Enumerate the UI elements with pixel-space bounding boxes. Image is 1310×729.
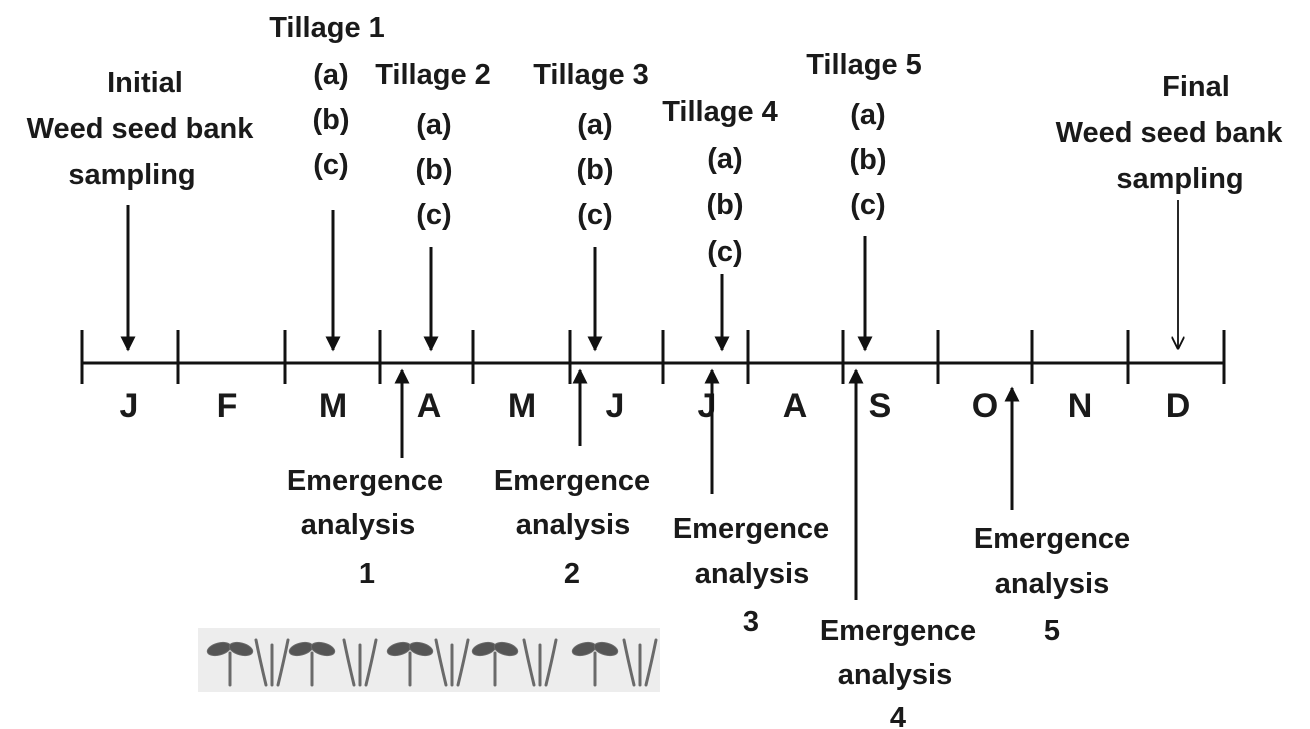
emergence-2-event: Emergence analysis 2 [494,368,650,590]
tillage-5-option-c: (c) [850,189,885,221]
tillage-5-event: Tillage 5 (a) (b) (c) [806,49,922,352]
month-label-10: O [972,387,998,425]
emergence-1-line-1: Emergence [287,465,443,497]
initial-sampling-event: Initial Weed seed bank sampling [27,67,255,352]
month-label-11: N [1068,387,1093,425]
tillage-4-title: Tillage 4 [662,96,778,128]
emergence-5-line-2: analysis [995,568,1109,600]
initial-sampling-line-3: sampling [68,159,195,191]
emergence-3-line-1: Emergence [673,513,829,545]
emergence-5-event: Emergence analysis 5 [974,386,1130,647]
tillage-3-event: Tillage 3 (a) (b) (c) [533,59,649,352]
emergence-1-line-2: analysis [301,509,415,541]
final-sampling-line-2: Weed seed bank [1056,117,1284,149]
tillage-3-title: Tillage 3 [533,59,649,91]
emergence-4-line-1: Emergence [820,615,976,647]
initial-sampling-line-1: Initial [107,67,183,99]
seedlings-icon [198,628,660,692]
tillage-3-option-b: (b) [576,154,613,186]
final-sampling-line-3: sampling [1116,163,1243,195]
emergence-2-line-3: 2 [564,558,580,590]
emergence-1-event: Emergence analysis 1 [287,368,443,590]
tillage-4-option-c: (c) [707,236,742,268]
tillage-4-option-a: (a) [707,143,742,175]
tillage-1-option-c: (c) [313,149,348,181]
final-sampling-line-1: Final [1162,71,1230,103]
emergence-2-line-1: Emergence [494,465,650,497]
month-label-8: A [783,387,808,425]
tillage-5-title: Tillage 5 [806,49,922,81]
emergence-4-line-3: 4 [890,702,906,729]
month-label-2: F [217,387,238,425]
month-ticks [80,330,1226,384]
month-label-1: J [120,387,139,425]
tillage-5-option-b: (b) [849,144,886,176]
emergence-3-line-3: 3 [743,606,759,638]
month-label-12: D [1166,387,1191,425]
tillage-4-event: Tillage 4 (a) (b) (c) [662,96,778,352]
emergence-4-line-2: analysis [838,659,952,691]
month-label-9: S [869,387,892,425]
initial-sampling-line-2: Weed seed bank [27,113,255,145]
tillage-2-option-a: (a) [416,109,451,141]
tillage-5-option-a: (a) [850,99,885,131]
tillage-3-option-c: (c) [577,199,612,231]
emergence-2-line-2: analysis [516,509,630,541]
tillage-1-option-b: (b) [312,104,349,136]
emergence-3-event: Emergence analysis 3 [673,368,829,638]
month-label-6: J [606,387,625,425]
month-label-4: A [417,387,442,425]
tillage-3-option-a: (a) [577,109,612,141]
emergence-5-line-3: 5 [1044,615,1060,647]
month-label-3: M [319,387,347,425]
tillage-1-option-a: (a) [313,59,348,91]
tillage-1-event: Tillage 1 (a) (b) (c) [269,12,385,352]
final-sampling-event: Final Weed seed bank sampling [1056,71,1284,348]
emergence-1-line-3: 1 [359,558,375,590]
emergence-3-line-2: analysis [695,558,809,590]
emergence-4-event: Emergence analysis 4 [820,368,976,729]
tillage-1-title: Tillage 1 [269,12,385,44]
tillage-2-event: Tillage 2 (a) (b) (c) [375,59,491,352]
tillage-2-title: Tillage 2 [375,59,491,91]
tillage-2-option-b: (b) [415,154,452,186]
month-label-7: J [698,387,717,425]
tillage-2-option-c: (c) [416,199,451,231]
emergence-5-line-1: Emergence [974,523,1130,555]
tillage-4-option-b: (b) [706,189,743,221]
month-label-5: M [508,387,536,425]
